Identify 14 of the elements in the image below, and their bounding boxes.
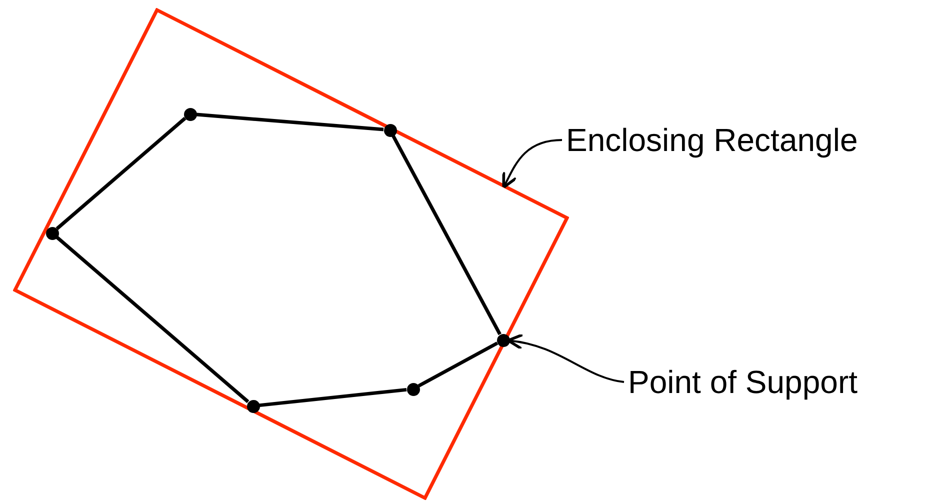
polygon-edge xyxy=(259,388,407,408)
polygon-edge xyxy=(56,236,250,404)
vertex-dot xyxy=(246,400,260,412)
leader-line xyxy=(502,139,562,189)
callout-label: Point of Support xyxy=(628,358,858,406)
polygon-edge xyxy=(196,112,384,132)
polygon-edge xyxy=(418,342,498,388)
callout-label: Enclosing Rectangle xyxy=(566,116,858,164)
vertex-dot xyxy=(384,124,396,136)
polygon-edge xyxy=(392,134,502,336)
vertex-dot xyxy=(184,108,196,120)
polygon-edge xyxy=(56,116,186,230)
leader-line xyxy=(506,334,624,383)
vertex-dot xyxy=(406,382,420,396)
